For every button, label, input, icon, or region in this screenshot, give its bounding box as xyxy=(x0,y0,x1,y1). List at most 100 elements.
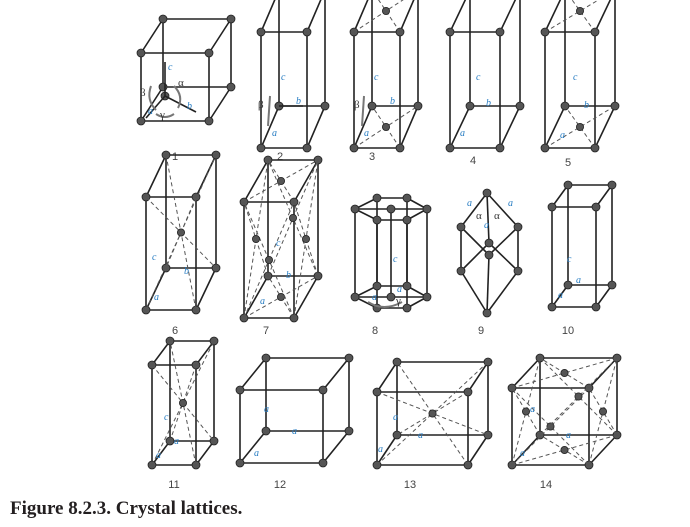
lattice-edge xyxy=(499,105,521,149)
lattice-atom xyxy=(158,14,168,24)
lattice-atom xyxy=(402,303,412,313)
lattice-edge xyxy=(460,270,488,314)
lattice-atom xyxy=(256,27,266,37)
dashed-line xyxy=(511,357,541,466)
lattice-atom xyxy=(235,385,245,395)
dashed-line xyxy=(353,0,404,33)
lattice-atom xyxy=(350,204,360,214)
lattice-edge xyxy=(145,154,167,198)
axis-label-a: a xyxy=(264,404,269,415)
axis-label-b: b xyxy=(296,96,301,107)
axis-label-c: c xyxy=(573,72,578,83)
lattice-number: 9 xyxy=(478,325,484,337)
lattice-atom xyxy=(422,204,432,214)
axis-label-c: c xyxy=(567,254,572,265)
lattice-edge xyxy=(376,434,398,466)
axis-label-a: a xyxy=(292,426,297,437)
angle-beta-arrow xyxy=(267,95,271,127)
dashed-line xyxy=(169,364,197,442)
lattice-edge xyxy=(195,340,215,366)
axis-label-a: a xyxy=(397,284,402,295)
lattice-atom xyxy=(599,407,608,416)
lattice-edge xyxy=(449,0,467,33)
axis-label-a: a xyxy=(364,128,369,139)
lattice-atom xyxy=(422,292,432,302)
lattice-atom xyxy=(591,302,601,312)
lattice-edge xyxy=(322,357,350,391)
lattice-atom xyxy=(386,204,396,214)
lattice-edge xyxy=(260,0,276,33)
angle-label-beta: β xyxy=(140,87,146,99)
lattice-atom xyxy=(381,123,390,132)
lattice-edge xyxy=(353,105,373,149)
lattice-atom xyxy=(178,398,187,407)
lattice-number: 1 xyxy=(172,151,178,163)
lattice-atom xyxy=(235,458,245,468)
lattice-atom xyxy=(276,292,285,301)
angle-label-alpha: α xyxy=(178,77,184,89)
lattice-edge xyxy=(239,357,267,391)
lattice-edge xyxy=(399,0,415,33)
lattice-number: 7 xyxy=(263,325,269,337)
lattice-number: 4 xyxy=(470,155,476,167)
axis-label-b: b xyxy=(187,101,192,112)
lattice-atom xyxy=(288,213,297,222)
axis-label-a: a xyxy=(372,292,377,303)
axis-label-a: a xyxy=(560,130,565,141)
lattice-atom xyxy=(349,27,359,37)
angle-label-beta: β xyxy=(354,99,360,111)
axis-label-c: c xyxy=(393,254,398,265)
angle-beta-arrow xyxy=(361,95,365,127)
lattice-edge xyxy=(460,192,488,228)
axis-label-b: b xyxy=(286,270,291,281)
axis-label-b: b xyxy=(390,96,395,107)
lattice-edge xyxy=(293,275,319,319)
lattice-edge xyxy=(486,192,490,244)
lattice-atom xyxy=(515,101,525,111)
axis-label-a: a xyxy=(530,404,535,415)
lattice-edge xyxy=(293,159,319,203)
lattice-atom xyxy=(392,430,402,440)
lattice-atom xyxy=(204,116,214,126)
lattice-edge xyxy=(449,105,471,149)
lattice-edge xyxy=(486,254,490,314)
axis-label-b: b xyxy=(184,266,189,277)
angle-alpha-arc xyxy=(173,85,182,109)
lattice-atom xyxy=(136,48,146,58)
lattice-atom xyxy=(344,353,354,363)
dashed-line xyxy=(151,340,215,466)
lattice-number: 2 xyxy=(277,151,283,163)
lattice-edge xyxy=(511,434,541,466)
axis-label-a: a xyxy=(148,106,153,117)
lattice-atom xyxy=(607,180,617,190)
lattice-edge xyxy=(208,86,232,122)
axis-label-c: c xyxy=(168,62,173,73)
axis-label-c: c xyxy=(276,238,281,249)
axis-label-a: a xyxy=(254,448,259,459)
lattice-atom xyxy=(226,14,236,24)
angle-beta-arc xyxy=(148,85,157,111)
axis-label-b: b xyxy=(584,100,589,111)
lattice-edge xyxy=(486,270,519,314)
lattice-atom xyxy=(302,143,312,153)
dashed-line xyxy=(511,357,618,389)
lattice-atom xyxy=(320,101,330,111)
lattice-atom xyxy=(402,281,412,291)
dashed-line xyxy=(588,387,618,436)
lattice-12-simple-cubic: a a a 12 xyxy=(235,353,354,491)
lattice-atom xyxy=(574,392,583,401)
lattice-atom xyxy=(484,250,494,260)
lattice-atom xyxy=(261,353,271,363)
lattice-atom xyxy=(507,383,517,393)
lattice-number: 6 xyxy=(172,325,178,337)
dashed-line xyxy=(564,105,596,149)
lattice-atom xyxy=(301,234,310,243)
lattice-edge xyxy=(467,434,489,466)
lattice-number: 12 xyxy=(274,479,286,491)
lattice-edge xyxy=(595,284,613,308)
axis-label-a: a xyxy=(484,220,489,231)
